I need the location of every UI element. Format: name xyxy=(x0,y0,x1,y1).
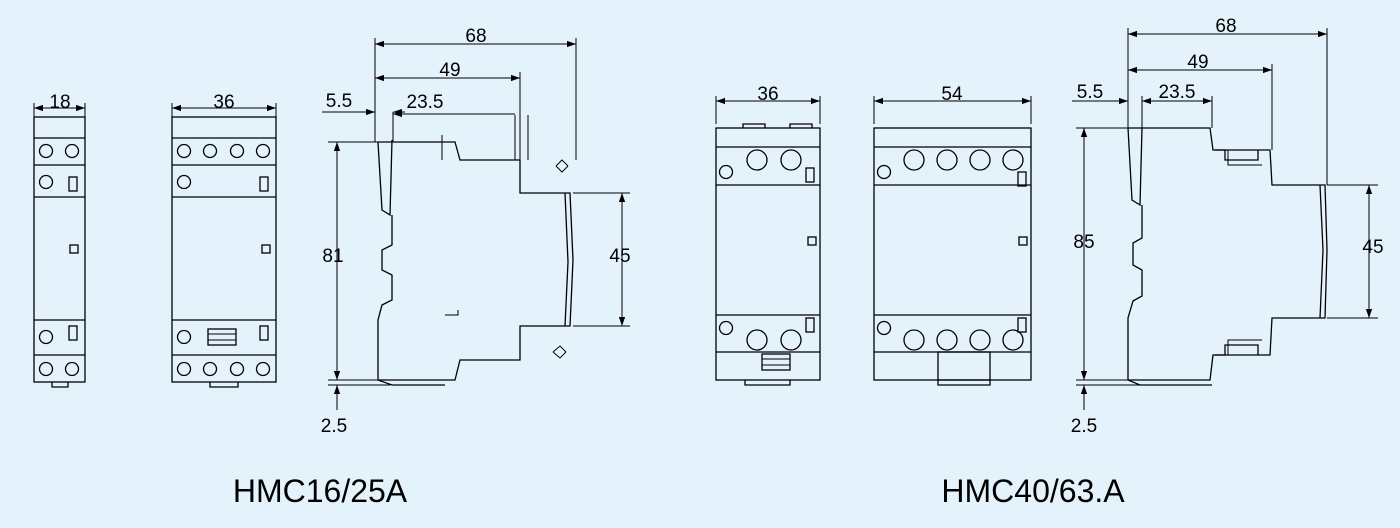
dim-width-54: 54 xyxy=(941,84,963,105)
dim-depth-23-5-small: 23.5 xyxy=(407,92,444,113)
dim-depth-68-small: 68 xyxy=(465,26,486,47)
model-label-right: HMC40/63.A xyxy=(941,473,1125,509)
dim-width-36-small: 36 xyxy=(213,92,234,113)
dim-offset-5-5-large: 5.5 xyxy=(1077,82,1103,103)
front-view-18mm: 18 xyxy=(33,92,86,388)
dim-height-81: 81 xyxy=(322,246,343,267)
side-view-large: 68 49 23.5 5.5 85 2.5 45 xyxy=(1071,16,1384,437)
front-view-36mm: 36 xyxy=(171,92,277,388)
dim-offset-2-5-large: 2.5 xyxy=(1071,416,1097,437)
front-view-36mm-large: 36 xyxy=(715,84,821,386)
model-label-left: HMC16/25A xyxy=(233,473,408,509)
dim-width-18: 18 xyxy=(49,92,70,113)
dim-depth-68-large: 68 xyxy=(1215,16,1236,37)
dim-depth-49-small: 49 xyxy=(439,60,460,81)
front-view-54mm: 54 xyxy=(873,84,1032,386)
dim-rail-45-small: 45 xyxy=(609,246,630,267)
dim-depth-49-large: 49 xyxy=(1187,52,1208,73)
dim-offset-5-5-small: 5.5 xyxy=(326,91,352,112)
dim-offset-2-5-small: 2.5 xyxy=(321,416,347,437)
dim-height-85: 85 xyxy=(1073,232,1094,253)
dim-width-36-large: 36 xyxy=(757,84,778,105)
dim-depth-23-5-large: 23.5 xyxy=(1159,82,1196,103)
dim-rail-45-large: 45 xyxy=(1362,237,1383,258)
side-view-small: 68 49 23.5 5.5 81 2.5 45 xyxy=(321,26,631,437)
